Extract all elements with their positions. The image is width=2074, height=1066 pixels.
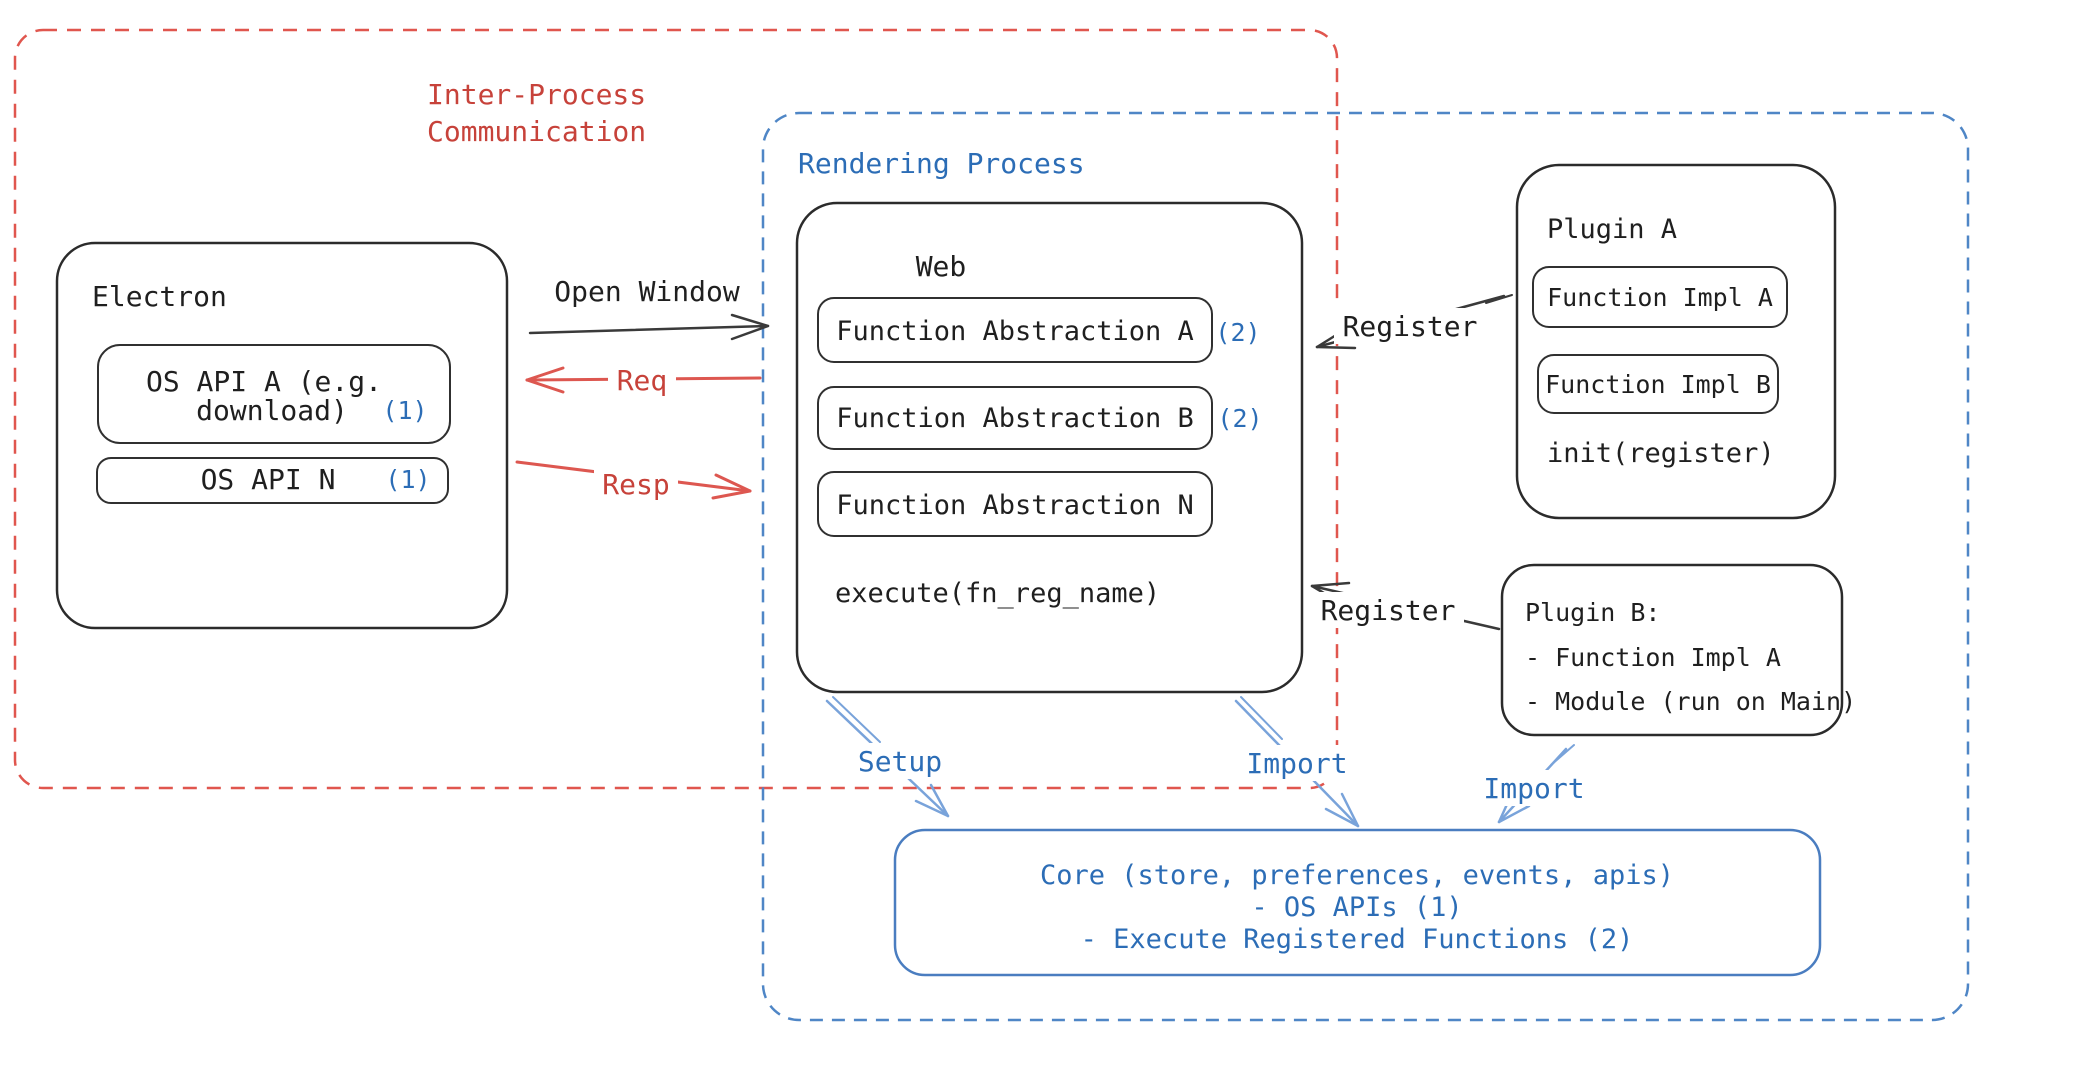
core-line2: - OS APIs (1) [1251, 892, 1462, 923]
function-abstraction-b-ref: (2) [1217, 404, 1262, 433]
rendering-process-group-frame [761, 111, 1970, 1022]
ipc-label-line1: Inter-Process [427, 78, 646, 111]
resp-arrow-head [711, 473, 752, 500]
setup-label-bg [850, 743, 950, 779]
init-register-label: init(register) [1547, 438, 1775, 469]
open-window-arrow [528, 313, 770, 341]
plugin-b-box [1500, 563, 1844, 737]
register-bottom-label: Register [1321, 594, 1456, 627]
core-line3: - Execute Registered Functions (2) [1081, 924, 1634, 955]
ipc-label-line2: Communication [427, 115, 646, 148]
plugin-a-title: Plugin A [1547, 214, 1677, 245]
function-abstraction-b-box [817, 386, 1213, 450]
open-window-arrow-shaft [528, 324, 770, 335]
register-top-label-bg [1334, 308, 1486, 344]
plugin-b-title: Plugin B: [1525, 598, 1660, 627]
function-impl-a-label: Function Impl A [1547, 283, 1773, 312]
function-impl-b-label: Function Impl B [1545, 370, 1771, 399]
os-api-a-label-line1: OS API A (e.g. [146, 365, 382, 398]
import-mid-label: Import [1246, 747, 1347, 780]
import-right-label-bg [1477, 770, 1591, 806]
setup-label: Setup [858, 745, 942, 778]
os-api-n-box [96, 457, 449, 504]
os-api-n-label: OS API N [201, 463, 336, 496]
setup-sketch-stroke [832, 696, 881, 743]
os-api-a-ref: (1) [382, 396, 427, 425]
core-line1: Core (store, preferences, events, apis) [1040, 860, 1674, 891]
function-abstraction-n-label: Function Abstraction N [836, 490, 1194, 521]
web-title: Web [916, 250, 967, 283]
open-window-arrow-head [730, 313, 770, 341]
os-api-n-ref: (1) [385, 465, 430, 494]
import-right-label: Import [1483, 772, 1584, 805]
function-abstraction-b-label: Function Abstraction B [836, 403, 1194, 434]
function-abstraction-a-label: Function Abstraction A [836, 316, 1194, 347]
plugin-b-item1: - Function Impl A [1525, 643, 1781, 672]
function-abstraction-a-ref: (2) [1215, 318, 1260, 347]
import-mid-sketch-stroke [1240, 696, 1283, 740]
plugin-b-item2: - Module (run on Main) [1525, 687, 1856, 716]
function-abstraction-n-box [817, 471, 1213, 537]
function-impl-a-box [1532, 266, 1788, 328]
open-window-label: Open Window [554, 275, 740, 308]
import-right-sketch-stroke [1550, 744, 1575, 766]
register-top-sketch-stroke [1485, 294, 1513, 304]
register-bottom-label-bg [1312, 592, 1464, 628]
req-label-bg [608, 362, 676, 398]
setup-arrow-head [914, 783, 950, 818]
register-top-label: Register [1343, 310, 1478, 343]
os-api-a-label-line2: download) [196, 394, 348, 427]
execute-label: execute(fn_reg_name) [835, 578, 1160, 609]
plugin-a-box [1515, 163, 1837, 520]
import-mid-label-bg [1240, 745, 1354, 781]
import-mid-arrow-head [1324, 792, 1360, 828]
core-box [893, 828, 1822, 977]
os-api-a-box [97, 344, 451, 444]
function-abstraction-a-box [817, 297, 1213, 363]
resp-label: Resp [602, 468, 669, 501]
resp-label-bg [594, 466, 678, 502]
ipc-group-frame [13, 28, 1339, 790]
req-arrow-head [525, 366, 565, 394]
req-label: Req [617, 364, 668, 397]
electron-title: Electron [92, 280, 227, 313]
rendering-process-label: Rendering Process [798, 147, 1085, 180]
function-impl-b-box [1537, 354, 1779, 414]
